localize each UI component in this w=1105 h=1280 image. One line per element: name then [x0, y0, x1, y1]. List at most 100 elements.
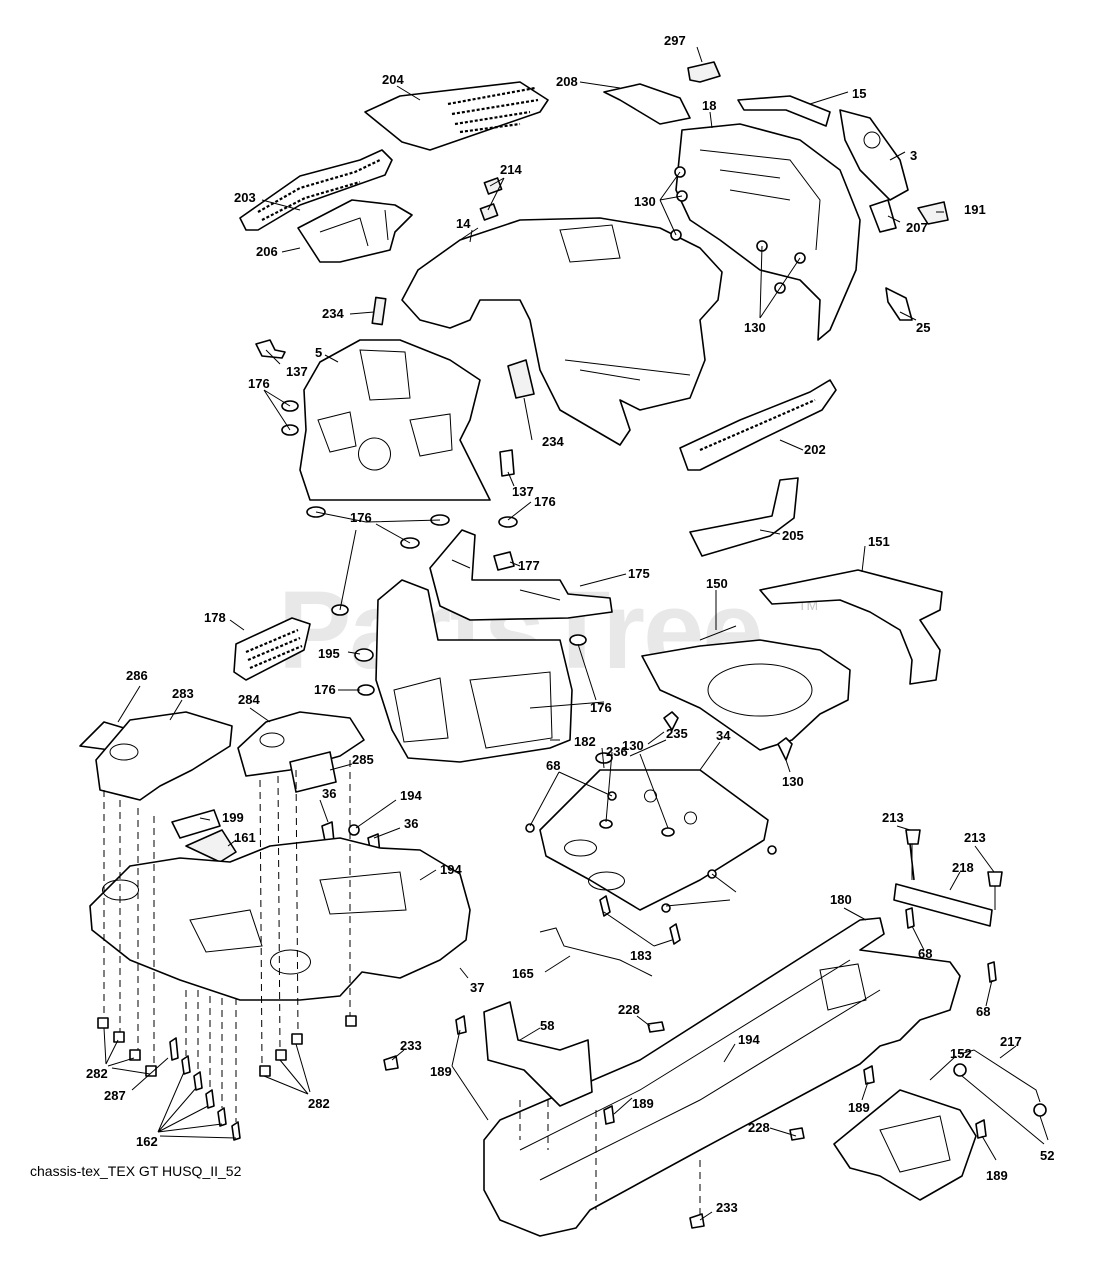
callout-15: 15	[852, 86, 866, 101]
part-234-label-upper	[371, 296, 387, 326]
callout-165: 165	[512, 966, 534, 981]
callout-176-lower-right: 176	[590, 700, 612, 715]
callout-208: 208	[556, 74, 578, 89]
part-189-bolts	[455, 1015, 987, 1139]
callout-234-upper: 234	[322, 306, 344, 321]
callout-218: 218	[952, 860, 974, 875]
part-130-bolts-middle	[663, 711, 793, 761]
part-175-dash-bracket	[429, 529, 613, 621]
callout-206: 206	[256, 244, 278, 259]
callout-191: 191	[964, 202, 986, 217]
part-207-lens	[869, 199, 897, 233]
part-206-grille-bracket	[297, 199, 413, 263]
part-283-pod	[95, 711, 233, 801]
callout-34: 34	[716, 728, 731, 743]
callout-36-left: 36	[322, 786, 336, 801]
callout-189-far-right: 189	[986, 1168, 1008, 1183]
callout-137-lower: 137	[512, 484, 534, 499]
callout-14: 14	[456, 216, 471, 231]
callout-286: 286	[126, 668, 148, 683]
callout-130-right: 130	[744, 320, 766, 335]
callout-189-right: 189	[848, 1100, 870, 1115]
callout-203: 203	[234, 190, 256, 205]
part-37-fender	[89, 837, 471, 1001]
callout-36-right: 36	[404, 816, 418, 831]
callout-205: 205	[782, 528, 804, 543]
part-162-screws	[181, 1055, 241, 1141]
part-205-cover	[689, 477, 799, 557]
part-14-hood	[401, 217, 723, 446]
part-15-trim-strip	[737, 95, 831, 127]
part-floor-pan	[641, 639, 851, 751]
part-52-nuts	[953, 1063, 1047, 1117]
callout-176-left: 176	[248, 376, 270, 391]
callout-284: 284	[238, 692, 260, 707]
callout-176-center: 176	[350, 510, 372, 525]
part-3-side-panel	[839, 109, 909, 201]
part-191-cap	[917, 201, 949, 225]
part-195-grommet	[354, 648, 374, 662]
part-285-bezel	[289, 751, 337, 793]
callout-228-upper: 228	[618, 1002, 640, 1017]
part-25-trim	[885, 287, 913, 321]
part-151-bracket	[759, 569, 943, 685]
callout-150: 150	[706, 576, 728, 591]
callout-194-lower: 194	[738, 1032, 760, 1047]
callout-297: 297	[664, 33, 686, 48]
callout-68-middle: 68	[918, 946, 932, 961]
part-213-bolts	[905, 829, 1003, 910]
callout-130-upper: 130	[634, 194, 656, 209]
callout-177: 177	[518, 558, 540, 573]
callout-234-lower: 234	[542, 434, 564, 449]
part-68-bolts-bracket	[905, 907, 997, 983]
callout-204: 204	[382, 72, 404, 87]
callout-3: 3	[910, 148, 917, 163]
part-284-pod	[237, 711, 365, 777]
assembly-dashed-lines	[103, 760, 701, 1218]
part-137-pin-lower	[499, 449, 515, 477]
part-287-screw	[169, 1037, 179, 1061]
part-204-hood-top-panel	[364, 81, 549, 151]
part-282-clips	[97, 1015, 357, 1077]
callout-217: 217	[1000, 1034, 1022, 1049]
callout-175: 175	[628, 566, 650, 581]
callout-58: 58	[540, 1018, 554, 1033]
part-234-label-lower	[507, 359, 535, 399]
callout-52: 52	[1040, 1148, 1054, 1163]
part-218-bracket	[893, 883, 993, 927]
callout-176-lower-left: 176	[314, 682, 336, 697]
callout-162: 162	[136, 1134, 158, 1149]
callout-285: 285	[352, 752, 374, 767]
callout-213-left: 213	[882, 810, 904, 825]
callout-37: 37	[470, 980, 484, 995]
callout-282-left: 282	[86, 1066, 108, 1081]
part-58-bracket	[483, 1001, 593, 1107]
part-18-front-shell	[675, 123, 861, 341]
part-217-rod	[959, 1049, 1041, 1103]
callout-214: 214	[500, 162, 522, 177]
part-165-rod	[539, 927, 653, 977]
callout-189-center: 189	[632, 1096, 654, 1111]
callout-189-left: 189	[430, 1064, 452, 1079]
callout-282-right: 282	[308, 1096, 330, 1111]
callout-236: 236	[606, 744, 628, 759]
callout-207: 207	[906, 220, 928, 235]
callout-68-upper: 68	[546, 758, 560, 773]
part-203-front-grille	[239, 149, 393, 231]
callout-18: 18	[702, 98, 716, 113]
callout-183: 183	[630, 948, 652, 963]
callout-228-lower: 228	[748, 1120, 770, 1135]
callout-213-right: 213	[964, 830, 986, 845]
callout-194-middle: 194	[440, 862, 462, 877]
callout-5: 5	[315, 345, 322, 360]
callout-labels: 297 204 208 18 15 3 214 203 14 130 191 2…	[86, 33, 1054, 1215]
part-208-side-trim	[603, 83, 691, 125]
callout-130-lower: 130	[782, 774, 804, 789]
callout-195: 195	[318, 646, 340, 661]
callout-182: 182	[574, 734, 596, 749]
callout-202: 202	[804, 442, 826, 457]
callout-68-right: 68	[976, 1004, 990, 1019]
callout-130-middle: 130	[622, 738, 644, 753]
callout-161: 161	[234, 830, 256, 845]
part-183-bolts	[599, 895, 681, 945]
